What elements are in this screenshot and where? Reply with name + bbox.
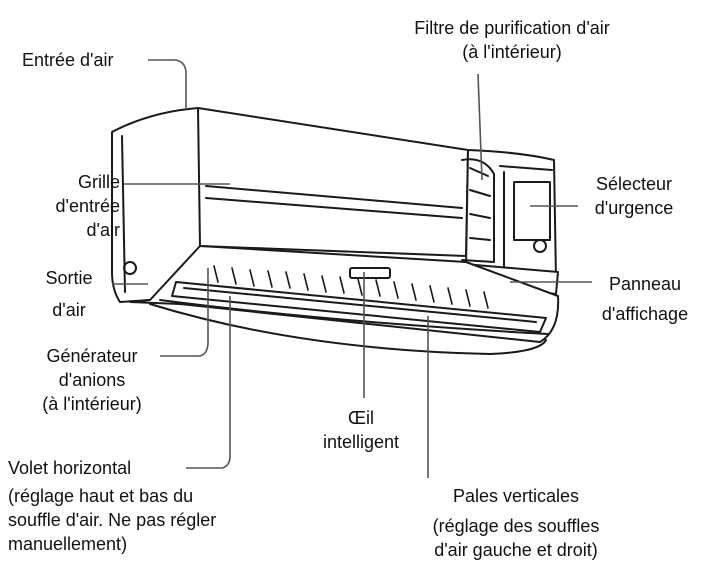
front-panel-crease [205,185,463,209]
leader-anion [160,268,209,357]
label-intake-grille: Grille d'entrée d'air [10,170,121,242]
label-line: (réglage des souffles [432,516,600,536]
label-line: d'affichage [601,304,689,324]
label-line: Volet horizontal [8,458,132,478]
label-line: Sélecteur [595,174,673,194]
indoor-unit-drawing [111,107,560,355]
label-line: d'urgence [594,198,674,218]
smart-eye-sensor [349,267,391,279]
louver-body [171,281,547,333]
label-line: Sortie [45,268,93,288]
label-line: Œil [348,408,374,428]
label-line: d'air gauche et droit) [434,540,598,560]
label-line: d'anions [58,370,126,390]
label-line: Grille [77,172,120,192]
label-smart-eye: Œil intelligent [296,406,426,454]
label-line: (à l'intérieur) [462,42,562,62]
label-vertical-vanes: Pales verticales (réglage des souffles d… [396,484,636,562]
filter-frame [461,158,495,263]
label-line: d'entrée [55,196,121,216]
emergency-knob [533,239,547,253]
label-filter: Filtre de purification d'air (à l'intéri… [362,16,662,64]
front-panel [197,107,469,257]
label-line: Entrée d'air [22,50,114,70]
louver-line [183,287,537,323]
label-air-outlet: Sortie d'air [28,266,110,322]
label-display-panel: Panneau d'affichage [586,272,704,326]
filter-mesh [469,167,491,241]
label-line: Générateur [46,346,138,366]
vane-group [213,265,489,309]
label-line: Panneau [608,274,682,294]
leader-louver [186,296,231,469]
leader-lines [112,59,592,478]
label-line: Filtre de purification d'air [414,18,610,38]
label-line: souffle d'air. Ne pas régler [8,510,217,530]
label-line: intelligent [322,432,400,452]
front-panel-crease-2 [205,197,463,219]
label-line: (à l'intérieur) [42,394,142,414]
outlet-lip [159,299,549,335]
label-line: Pales verticales [452,486,580,506]
label-anion-generator: Générateur d'anions (à l'intérieur) [22,344,162,416]
label-emergency-selector: Sélecteur d'urgence [576,172,692,220]
chassis-bottom [149,303,547,355]
housing-inner-rail [499,165,553,267]
leader-air-inlet [148,59,187,108]
label-line: d'air [52,300,86,320]
label-line: (réglage haut et bas du [8,486,194,506]
hinge-detail [123,261,137,275]
label-horizontal-louver: Volet horizontal (réglage haut et bas du… [8,456,216,556]
label-line: d'air [86,220,120,240]
leader-filter [477,73,483,181]
label-line: manuellement) [8,534,128,554]
emergency-box [513,181,551,241]
label-air-inlet: Entrée d'air [22,48,114,72]
